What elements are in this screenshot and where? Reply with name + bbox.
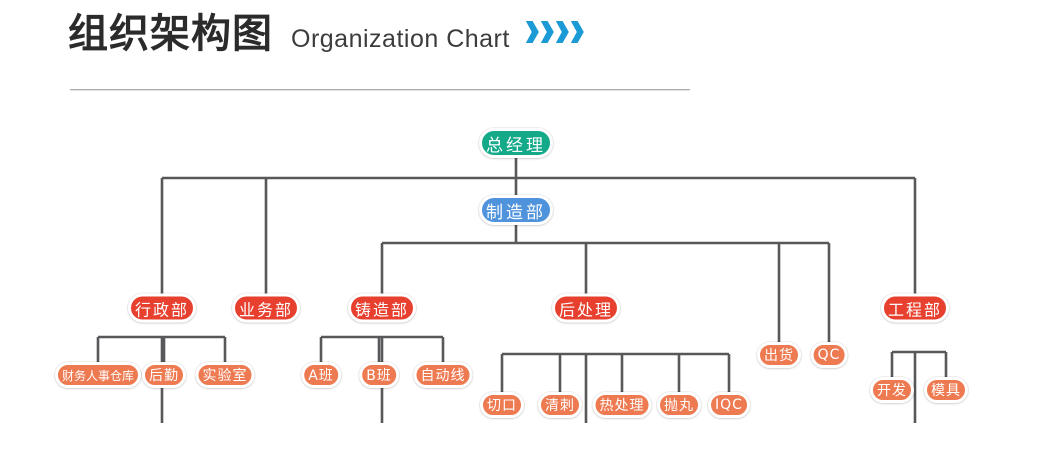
node-administration-dept[interactable]: 行政部 (127, 293, 197, 323)
chevron-right-icon (540, 21, 554, 43)
node-iqc[interactable]: IQC (708, 392, 750, 418)
connector-lines (96, 158, 948, 423)
node-shift-b[interactable]: B班 (359, 362, 399, 388)
node-business-dept[interactable]: 业务部 (231, 293, 301, 323)
page-title-en: Organization Chart (291, 25, 510, 53)
node-laboratory[interactable]: 实验室 (195, 362, 255, 388)
title-row: 组织架构图 Organization Chart (68, 14, 584, 54)
node-deburring[interactable]: 清刺 (538, 392, 582, 418)
node-mold[interactable]: 模具 (924, 377, 968, 403)
chevron-right-icon (570, 21, 584, 43)
node-automation-line[interactable]: 自动线 (413, 362, 473, 388)
node-engineering-dept[interactable]: 工程部 (880, 293, 950, 323)
node-qc[interactable]: QC (810, 342, 848, 368)
org-chart: 总经理 制造部 行政部 业务部 铸造部 后处理 出货 QC 工程部 财务人事仓库… (0, 100, 1060, 463)
node-heat-treatment[interactable]: 热处理 (592, 392, 652, 418)
node-casting-dept[interactable]: 铸造部 (347, 293, 417, 323)
node-finance-hr-warehouse[interactable]: 财务人事仓库 (54, 362, 142, 388)
node-shipping[interactable]: 出货 (757, 342, 801, 368)
chevron-right-icon (525, 21, 539, 43)
node-general-manager[interactable]: 总经理 (479, 128, 553, 158)
node-shift-a[interactable]: A班 (301, 362, 341, 388)
node-post-processing[interactable]: 后处理 (551, 293, 621, 323)
node-logistics[interactable]: 后勤 (142, 362, 186, 388)
node-development[interactable]: 开发 (870, 377, 914, 403)
node-shot-blasting[interactable]: 抛丸 (657, 392, 701, 418)
page-header: 组织架构图 Organization Chart (0, 0, 1060, 100)
node-cutting[interactable]: 切口 (480, 392, 524, 418)
chevron-right-icon (555, 21, 569, 43)
page-title-cn: 组织架构图 (68, 11, 273, 57)
node-manufacturing-dept[interactable]: 制造部 (479, 195, 553, 225)
chevron-arrows (525, 21, 584, 43)
header-divider (70, 89, 690, 90)
